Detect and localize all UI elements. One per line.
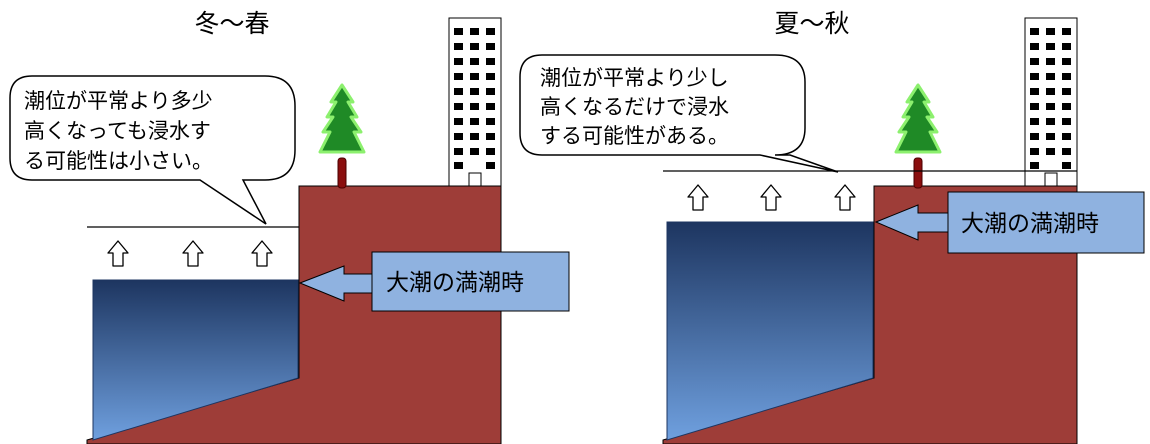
panel-summer-autumn: 夏～秋 [519,9,1145,444]
panel-title: 夏～秋 [774,9,849,38]
tree-icon [894,83,942,190]
up-arrow-icon [251,240,273,267]
bubble-line: する可能性がある。 [540,124,729,148]
bubble-line: 潮位が平常より少し [540,66,729,90]
bubble-line: 潮位が平常より多少 [24,89,213,113]
tree-icon [318,83,366,190]
building-icon [1024,17,1078,187]
building-icon [448,17,502,187]
callout-label: 大潮の満潮時 [386,270,524,296]
panel-title: 冬～春 [194,9,269,38]
up-arrow-icon [760,184,782,211]
up-arrow-icon [182,240,204,267]
callout-label: 大潮の満潮時 [961,211,1099,237]
speech-bubble [519,54,839,173]
callout-box [371,251,570,312]
panel-winter-spring: 冬～春 [9,9,570,444]
bubble-line: る可能性は小さい。 [24,149,213,173]
up-arrow-icon [107,240,129,267]
water [666,221,874,441]
water [92,279,299,441]
ground [86,185,502,444]
up-arrow-icon [834,184,856,211]
bubble-line: 高くなるだけで浸水 [540,95,729,119]
bubble-line: 高くなっても浸水す [24,119,211,143]
callout-box [947,191,1145,254]
up-arrow-icon [687,184,709,211]
speech-bubble [9,75,296,225]
